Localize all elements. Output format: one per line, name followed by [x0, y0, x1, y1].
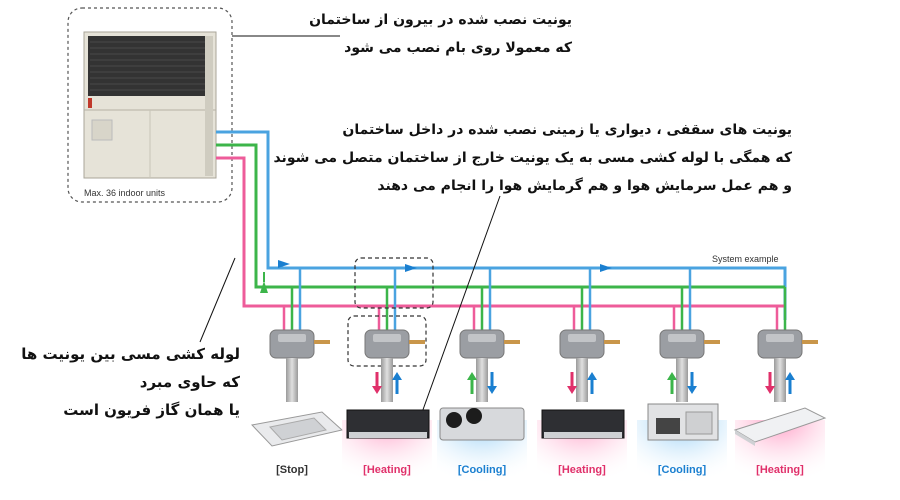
indoor-units-annotation: یونیت های سقفی ، دیواری یا زمینی نصب شده…	[273, 116, 792, 200]
indoor-annotation-line-3: و هم عمل سرمایش هوا و هم گرمایش هوا را ا…	[377, 178, 792, 194]
mode-label-1: [Stop]	[276, 464, 308, 476]
branch-box-highlight-face	[668, 334, 696, 342]
system-example-label: System example	[712, 254, 779, 264]
piping-annotation-line-3: یا همان گاز فریون است	[63, 401, 240, 419]
indoor-unit-1	[251, 329, 344, 447]
unit-pipe	[576, 358, 588, 402]
outdoor-annotation-line-1: یونیت نصب شده در بیرون از ساختمان	[309, 12, 572, 28]
unit-pipe	[676, 358, 688, 402]
piping-annotation-line-2: که حاوی مبرد	[139, 373, 240, 391]
up-arrow-icon	[587, 372, 597, 380]
junction-highlight	[354, 257, 434, 309]
outdoor-annotation-line-2: که معمولا روی بام نصب می شود	[344, 40, 572, 56]
cassette-grille	[269, 417, 327, 441]
branch-box-highlight-face	[373, 334, 401, 342]
branch-box-highlight-face	[278, 334, 306, 342]
copper-stub	[802, 340, 818, 344]
up-arrow-icon	[785, 372, 795, 380]
branch-box-highlight-face	[766, 334, 794, 342]
indoor-annotation-line-2: که همگی با لوله کشی مسی به یک یونیت خارج…	[273, 150, 792, 166]
unit-inlet	[656, 418, 680, 434]
piping-annotation-line-1: لوله کشی مسی بین یونیت ها	[21, 345, 240, 363]
indoor-unit-2	[342, 329, 432, 492]
down-arrow-icon	[372, 386, 382, 394]
unit-panel	[685, 411, 713, 435]
up-arrow-icon	[467, 372, 477, 380]
copper-stub	[409, 340, 425, 344]
indoor-annotation-line-1: یونیت های سقفی ، دیواری یا زمینی نصب شده…	[342, 122, 792, 138]
down-arrow-icon	[687, 386, 697, 394]
main-refrigerant-pipes	[216, 130, 787, 320]
copper-stub	[604, 340, 620, 344]
branch-box-highlight-face	[468, 334, 496, 342]
copper-stub	[504, 340, 520, 344]
copper-stub	[704, 340, 720, 344]
mode-label-2: [Heating]	[363, 464, 411, 476]
mode-label-3: [Cooling]	[457, 464, 507, 476]
indoor-unit-6	[733, 329, 827, 492]
leader-lines	[199, 35, 501, 419]
up-arrow-icon	[667, 372, 677, 380]
outdoor-unit-annotation: یونیت نصب شده در بیرون از ساختمان که معم…	[309, 6, 572, 62]
flow-arrows	[260, 260, 612, 293]
unit-pipe	[774, 358, 786, 402]
mode-label-5: [Cooling]	[657, 464, 707, 476]
concealed-panel	[349, 432, 427, 438]
fan-outlet	[446, 412, 462, 428]
mode-label-4: [Heating]	[558, 464, 606, 476]
mode-label-6: [Heating]	[756, 464, 804, 476]
copper-stub	[314, 340, 330, 344]
down-arrow-icon	[765, 386, 775, 394]
branch-drops	[282, 268, 787, 330]
indoor-unit-4	[537, 329, 627, 492]
branch-box-highlight-face	[568, 334, 596, 342]
suspended-unit-edge	[735, 430, 755, 446]
unit-pipe	[381, 358, 393, 402]
outdoor-unit	[83, 31, 217, 179]
indoor-unit-5	[637, 329, 727, 492]
unit-pipe	[476, 358, 488, 402]
outdoor-unit-caption: Max. 36 indoor units	[84, 188, 166, 198]
up-arrow-icon	[392, 372, 402, 380]
outdoor-unit-frame	[67, 7, 233, 203]
down-arrow-icon	[487, 386, 497, 394]
down-arrow-icon	[567, 386, 577, 394]
indoor-units-group	[251, 329, 827, 492]
ducted-unit	[439, 407, 525, 441]
unit-pipe	[286, 358, 298, 402]
piping-annotation: لوله کشی مسی بین یونیت ها که حاوی مبرد ی…	[21, 340, 240, 424]
fan-outlet	[466, 408, 482, 424]
concealed-panel	[544, 432, 622, 438]
indoor-unit-3	[437, 329, 527, 492]
